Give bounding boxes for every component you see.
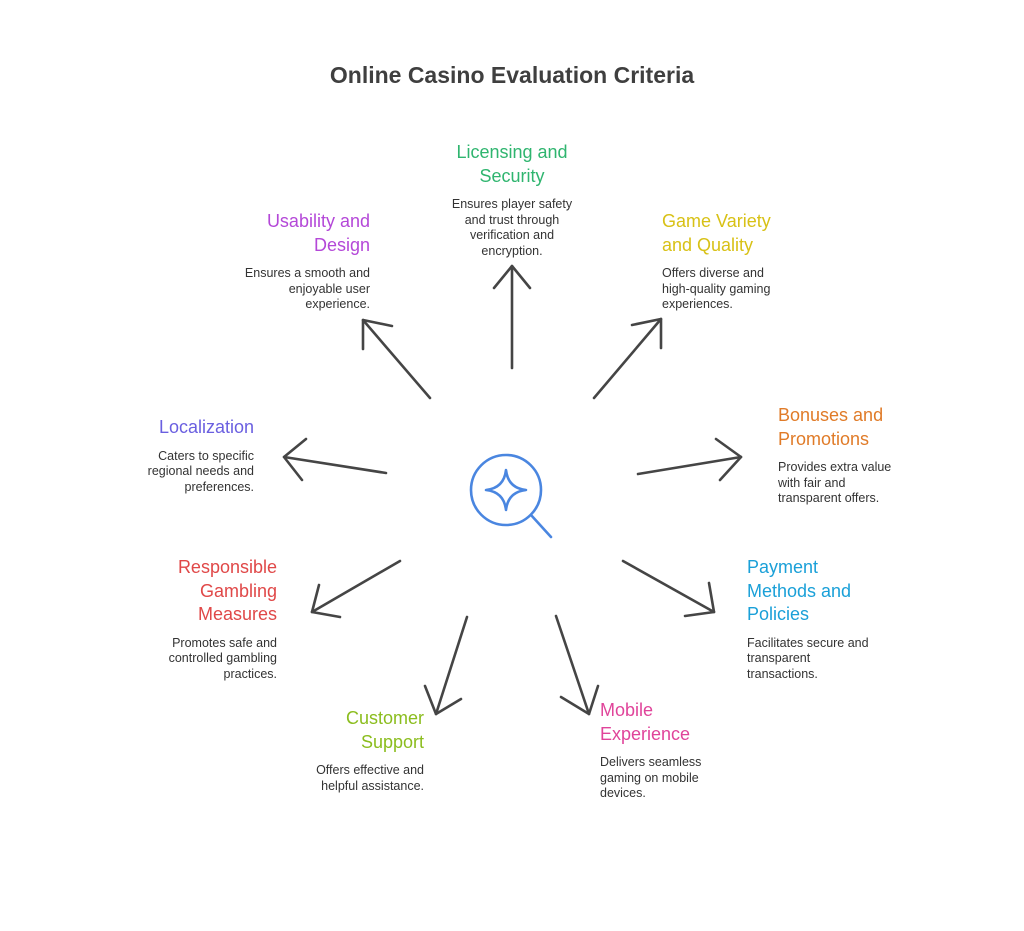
title-line: Support <box>360 731 424 752</box>
criterion-title: Mobile Experience <box>600 699 770 746</box>
title-line: Design <box>313 234 370 255</box>
desc-line: high-quality gaming <box>662 281 771 296</box>
desc-line: with fair and <box>778 475 846 490</box>
desc-line: encryption. <box>481 243 543 258</box>
arrow-localization <box>282 437 388 482</box>
title-line: Promotions <box>778 428 870 449</box>
desc-line: Promotes safe and <box>172 635 277 650</box>
desc-line: preferences. <box>184 479 254 494</box>
title-line: Usability and <box>266 211 370 231</box>
desc-line: Delivers seamless <box>600 755 702 769</box>
criterion-localization: Localization Caters to specific regional… <box>94 416 254 495</box>
title-line: Game Variety <box>662 211 771 231</box>
title-line: Measures <box>197 604 277 624</box>
criterion-description: Caters to specific regional needs and pr… <box>94 449 254 496</box>
criterion-title: Customer Support <box>254 707 424 754</box>
desc-line: Ensures player safety <box>451 197 573 211</box>
desc-line: Offers diverse and <box>662 266 764 280</box>
title-line: Licensing and <box>456 142 568 162</box>
title-line: Policies <box>747 604 810 624</box>
title-line: Responsible <box>177 557 277 577</box>
criterion-description: Facilitates secure and transparent trans… <box>747 636 927 683</box>
diagram-title: Online Casino Evaluation Criteria <box>329 62 695 88</box>
desc-line: transparent offers. <box>778 491 880 505</box>
criterion-title: Licensing and Security <box>420 141 604 188</box>
desc-line: experiences. <box>662 297 733 311</box>
desc-line: Offers effective and <box>316 763 424 777</box>
criterion-responsible: Responsible Gambling Measures Promotes s… <box>117 556 277 682</box>
arrow-usability <box>361 318 432 400</box>
desc-line: Caters to specific <box>158 448 254 463</box>
criterion-title: Responsible Gambling Measures <box>117 556 277 627</box>
criterion-title: Localization <box>94 416 254 440</box>
desc-line: transactions. <box>747 666 818 681</box>
title-line: Experience <box>600 723 691 744</box>
criterion-title: Payment Methods and Policies <box>747 556 927 627</box>
criterion-game-variety: Game Variety and Quality Offers diverse … <box>662 210 832 313</box>
criterion-title: Usability and Design <box>210 210 370 257</box>
criterion-description: Promotes safe and controlled gambling pr… <box>117 636 277 683</box>
desc-line: enjoyable user <box>288 281 370 296</box>
desc-line: Provides extra value <box>778 460 892 474</box>
arrow-game-variety <box>592 317 663 400</box>
criterion-customer-support: Customer Support Offers effective and he… <box>254 707 424 794</box>
arrow-mobile <box>554 614 600 716</box>
criterion-description: Offers diverse and high-quality gaming e… <box>662 266 832 313</box>
desc-line: regional needs and <box>147 464 254 478</box>
desc-line: transparent <box>747 651 811 665</box>
criterion-description: Offers effective and helpful assistance. <box>254 763 424 794</box>
title-line: and Quality <box>662 234 754 255</box>
desc-line: devices. <box>600 786 646 800</box>
title-line: Security <box>479 165 545 186</box>
title-line: Methods and <box>747 580 852 601</box>
desc-line: gaming on mobile <box>600 770 699 785</box>
criterion-licensing: Licensing and Security Ensures player sa… <box>420 141 604 259</box>
desc-line: controlled gambling <box>168 651 277 665</box>
criterion-payment: Payment Methods and Policies Facilitates… <box>747 556 927 682</box>
desc-line: helpful assistance. <box>321 778 424 793</box>
criterion-mobile: Mobile Experience Delivers seamless gami… <box>600 699 770 802</box>
magnifier-sparkle-icon <box>469 453 553 539</box>
criterion-bonuses: Bonuses and Promotions Provides extra va… <box>778 404 958 507</box>
title-line: Bonuses and <box>778 405 884 425</box>
desc-line: verification and <box>469 228 555 242</box>
criterion-title: Game Variety and Quality <box>662 210 832 257</box>
arrow-customer-support <box>423 615 469 716</box>
title-line: Mobile <box>600 700 654 720</box>
title-line: Payment <box>747 557 819 577</box>
arrow-payment <box>621 559 716 618</box>
criterion-title: Bonuses and Promotions <box>778 404 958 451</box>
title-line: Localization <box>158 417 254 437</box>
desc-line: and trust through <box>464 212 560 227</box>
title-line: Gambling <box>199 580 277 601</box>
arrow-licensing <box>492 264 532 370</box>
arrow-bonuses <box>636 437 743 482</box>
criterion-description: Ensures a smooth and enjoyable user expe… <box>210 266 370 313</box>
desc-line: Ensures a smooth and <box>244 266 370 280</box>
title-line: Customer <box>345 708 424 728</box>
desc-line: experience. <box>305 297 370 311</box>
desc-line: Facilitates secure and <box>747 635 869 650</box>
arrow-responsible <box>310 559 402 619</box>
criterion-description: Provides extra value with fair and trans… <box>778 460 958 507</box>
criterion-description: Delivers seamless gaming on mobile devic… <box>600 755 770 802</box>
criterion-usability: Usability and Design Ensures a smooth an… <box>210 210 370 313</box>
desc-line: practices. <box>223 666 278 681</box>
criterion-description: Ensures player safety and trust through … <box>420 197 604 259</box>
